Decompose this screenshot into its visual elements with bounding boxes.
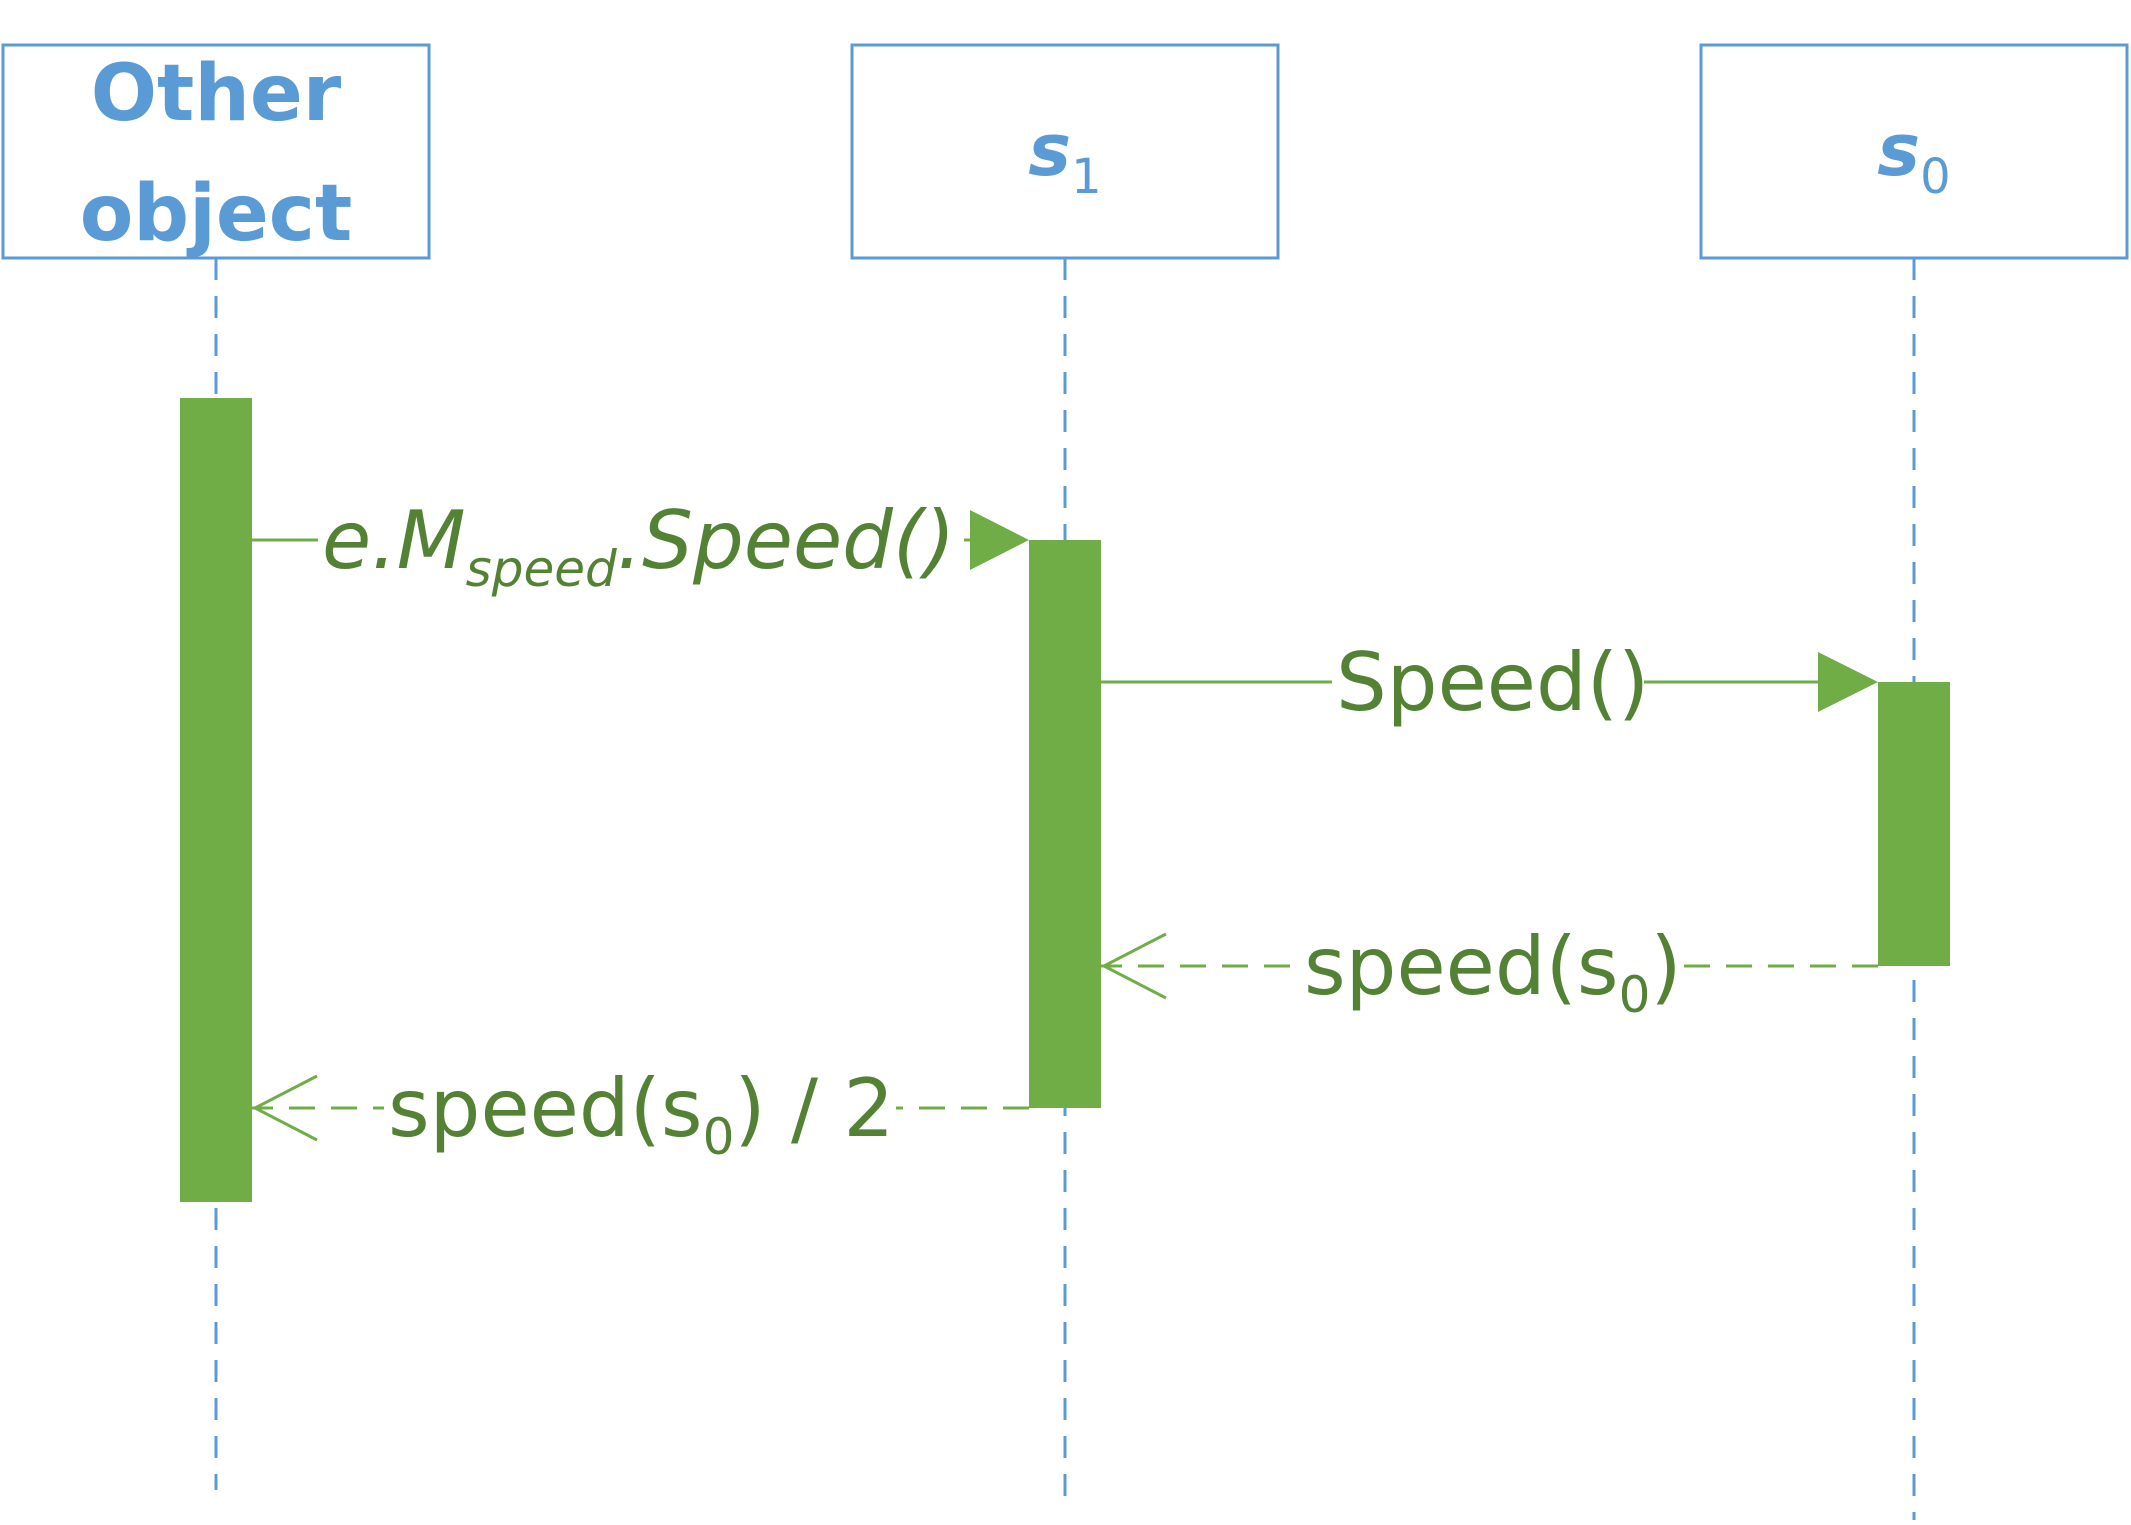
message-return-s0-pre: speed(s [1304,920,1619,1013]
participant-s1: s1 [850,43,1280,260]
participant-s1-sub: 1 [1071,149,1102,205]
message-return-s0-sub: 0 [1619,966,1651,1024]
message-call-s1-label: e.Mspeed.Speed() [322,494,955,598]
message-call-s0-arrowhead [1818,652,1878,712]
activation-s1 [1029,540,1101,1108]
message-return-s0-label-bg [1300,912,1684,1022]
message-call-s1: e.Mspeed.Speed() [252,478,1029,598]
participant-s0: s0 [1699,43,2129,260]
message-return-s1-sub: 0 [703,1108,735,1166]
message-call-s0-label-bg [1332,630,1644,734]
participant-other-object-line2: object [80,169,353,259]
message-call-s0: Speed() [1101,630,1878,734]
message-return-s0: speed(s0) [1100,912,1878,1024]
activation-s0 [1878,682,1950,966]
message-call-s1-post: .Speed() [617,494,956,587]
message-return-s0-post: ) [1650,920,1681,1013]
participant-s0-label: s0 [1877,108,1950,205]
participant-s1-label: s1 [1028,108,1101,205]
message-call-s1-arrowhead [970,510,1029,570]
message-return-s1-arrowhead [251,1074,318,1142]
activation-other-object [180,398,252,1202]
message-call-s0-label: Speed() [1336,636,1649,729]
message-return-s0-arrowhead [1100,932,1167,1000]
participant-s1-base: s [1028,108,1071,192]
participant-other-object: Other object [1,43,431,260]
message-return-s1: speed(s0) / 2 [251,1054,1029,1166]
message-return-s1-label-bg [384,1054,896,1164]
participant-other-object-line1: Other [91,49,342,139]
message-return-s0-label: speed(s0) [1304,920,1682,1024]
participant-s0-base: s [1877,108,1920,192]
message-return-s1-label: speed(s0) / 2 [388,1062,894,1166]
message-call-s1-pre: e.M [322,494,466,587]
message-return-s1-pre: speed(s [388,1062,703,1155]
message-call-s1-label-bg [318,478,964,590]
message-return-s1-post: ) / 2 [734,1062,894,1155]
participant-s0-sub: 0 [1920,149,1951,205]
message-call-s1-sub: speed [466,540,617,598]
